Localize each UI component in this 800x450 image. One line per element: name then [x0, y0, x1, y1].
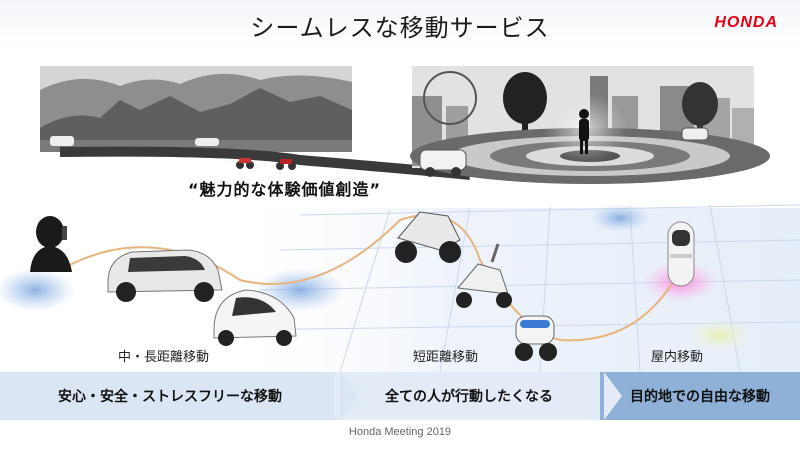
ferris-wheel-icon: [423, 71, 477, 125]
city-left-panel: [40, 66, 352, 152]
category-label-long: 中・長距離移動: [118, 350, 210, 365]
message-band-short: 全ての人が行動したくなる: [334, 372, 622, 420]
micro-ev-icon: [213, 289, 297, 346]
message-short: 全ての人が行動したくなる: [385, 389, 553, 405]
category-label-indoor: 屋内移動: [651, 350, 704, 365]
message-band-long: 安心・安全・ストレスフリーな移動: [0, 372, 358, 420]
category-label-short: 短距離移動: [413, 350, 479, 365]
scooter-icon: [395, 211, 461, 263]
catchphrase: “魅力的な体験価値創造”: [188, 180, 382, 199]
message-indoor: 目的地での自由な移動: [630, 389, 770, 405]
glow-blue-left: [0, 268, 75, 312]
title-bar: [0, 0, 800, 48]
tree-icon: [503, 72, 547, 124]
page-title: シームレスな移動サービス: [250, 14, 550, 42]
person-icon: [579, 109, 589, 154]
message-long: 安心・安全・ストレスフリーな移動: [58, 389, 282, 405]
glow-green: [688, 319, 752, 351]
footer-text: Honda Meeting 2019: [348, 426, 452, 438]
honda-e-car-icon: [107, 249, 223, 302]
caller-person-icon: [30, 216, 72, 272]
car-icon: [419, 149, 467, 177]
motorcycle-icon: [236, 158, 296, 170]
robot-icon: [667, 221, 695, 287]
message-band-indoor: 目的地での自由な移動: [600, 372, 800, 420]
honda-logo: HONDA: [714, 14, 778, 31]
glow-blue-top: [590, 204, 650, 232]
road: [59, 146, 471, 180]
three-wheeler-icon: [456, 243, 512, 308]
city-right-panel: [410, 66, 770, 184]
personal-mobility-icon: [515, 315, 557, 361]
